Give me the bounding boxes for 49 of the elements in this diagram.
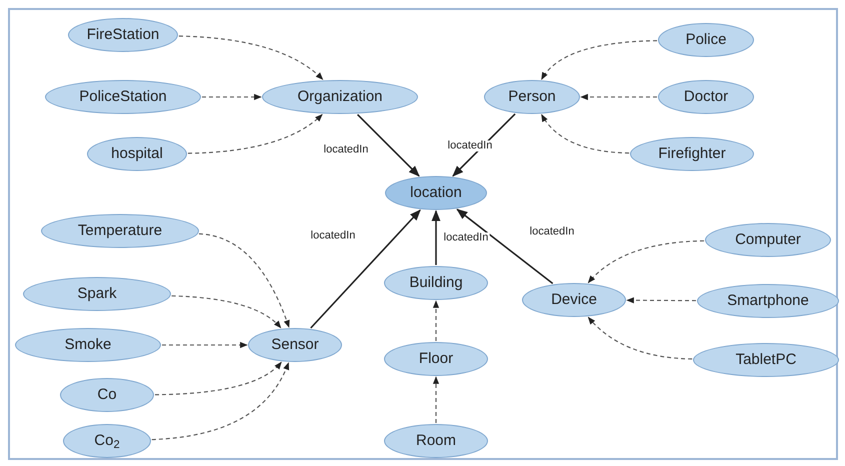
node-label: Co — [97, 384, 117, 405]
dashed-arrow — [162, 342, 248, 348]
node-label: hospital — [111, 144, 163, 164]
edge-label: locatedIn — [310, 230, 356, 242]
node-label: Sensor — [271, 334, 319, 355]
edge-label: locatedIn — [446, 140, 494, 152]
dashed-arrow — [198, 233, 290, 328]
dashed-arrow — [541, 40, 658, 80]
node-label: Room — [416, 430, 456, 451]
node-label: Doctor — [684, 86, 728, 107]
node-label: Spark — [77, 284, 117, 304]
node-label: Smoke — [64, 334, 112, 355]
dashed-arrow — [188, 114, 323, 154]
dashed-arrow — [152, 362, 290, 440]
edge-label: locatedIn — [322, 144, 370, 156]
node-label: Floor — [418, 348, 454, 369]
edge-label: locatedIn — [442, 232, 490, 244]
dashed-arrow — [432, 376, 440, 423]
node-label: PoliceStation — [79, 86, 167, 107]
dashed-arrow — [432, 300, 440, 341]
node-label: location — [410, 182, 462, 203]
ellipse-node — [693, 343, 839, 377]
edge-label: locatedIn — [528, 226, 576, 238]
node-label: Temperature — [78, 220, 162, 241]
dashed-arrow — [588, 316, 692, 360]
arrow — [310, 209, 421, 329]
node-label: Police — [686, 30, 726, 50]
dashed-arrow — [154, 362, 282, 396]
dashed-arrow — [172, 295, 282, 328]
node-label: Building — [409, 272, 463, 293]
node-label: TabletPC — [736, 350, 796, 370]
dashed-arrow — [178, 36, 324, 80]
dashed-arrow — [202, 94, 262, 100]
node-label: Device — [551, 290, 597, 310]
node-label: Organization — [297, 86, 383, 107]
arrow — [432, 210, 440, 265]
dashed-arrow — [626, 297, 696, 304]
dashed-arrow — [541, 114, 630, 154]
arrow — [456, 208, 554, 284]
dashed-arrow — [588, 240, 704, 284]
ellipse-node — [697, 284, 839, 318]
dashed-arrow — [580, 94, 657, 100]
node-label: Smartphone — [727, 290, 809, 311]
node-label: Co$_{2}$ — [94, 430, 120, 452]
node-label: Firefighter — [658, 144, 726, 164]
node-label: FireStation — [86, 24, 160, 45]
node-label: Computer — [735, 230, 801, 250]
arrow — [356, 114, 420, 177]
node-label: Person — [508, 86, 556, 107]
